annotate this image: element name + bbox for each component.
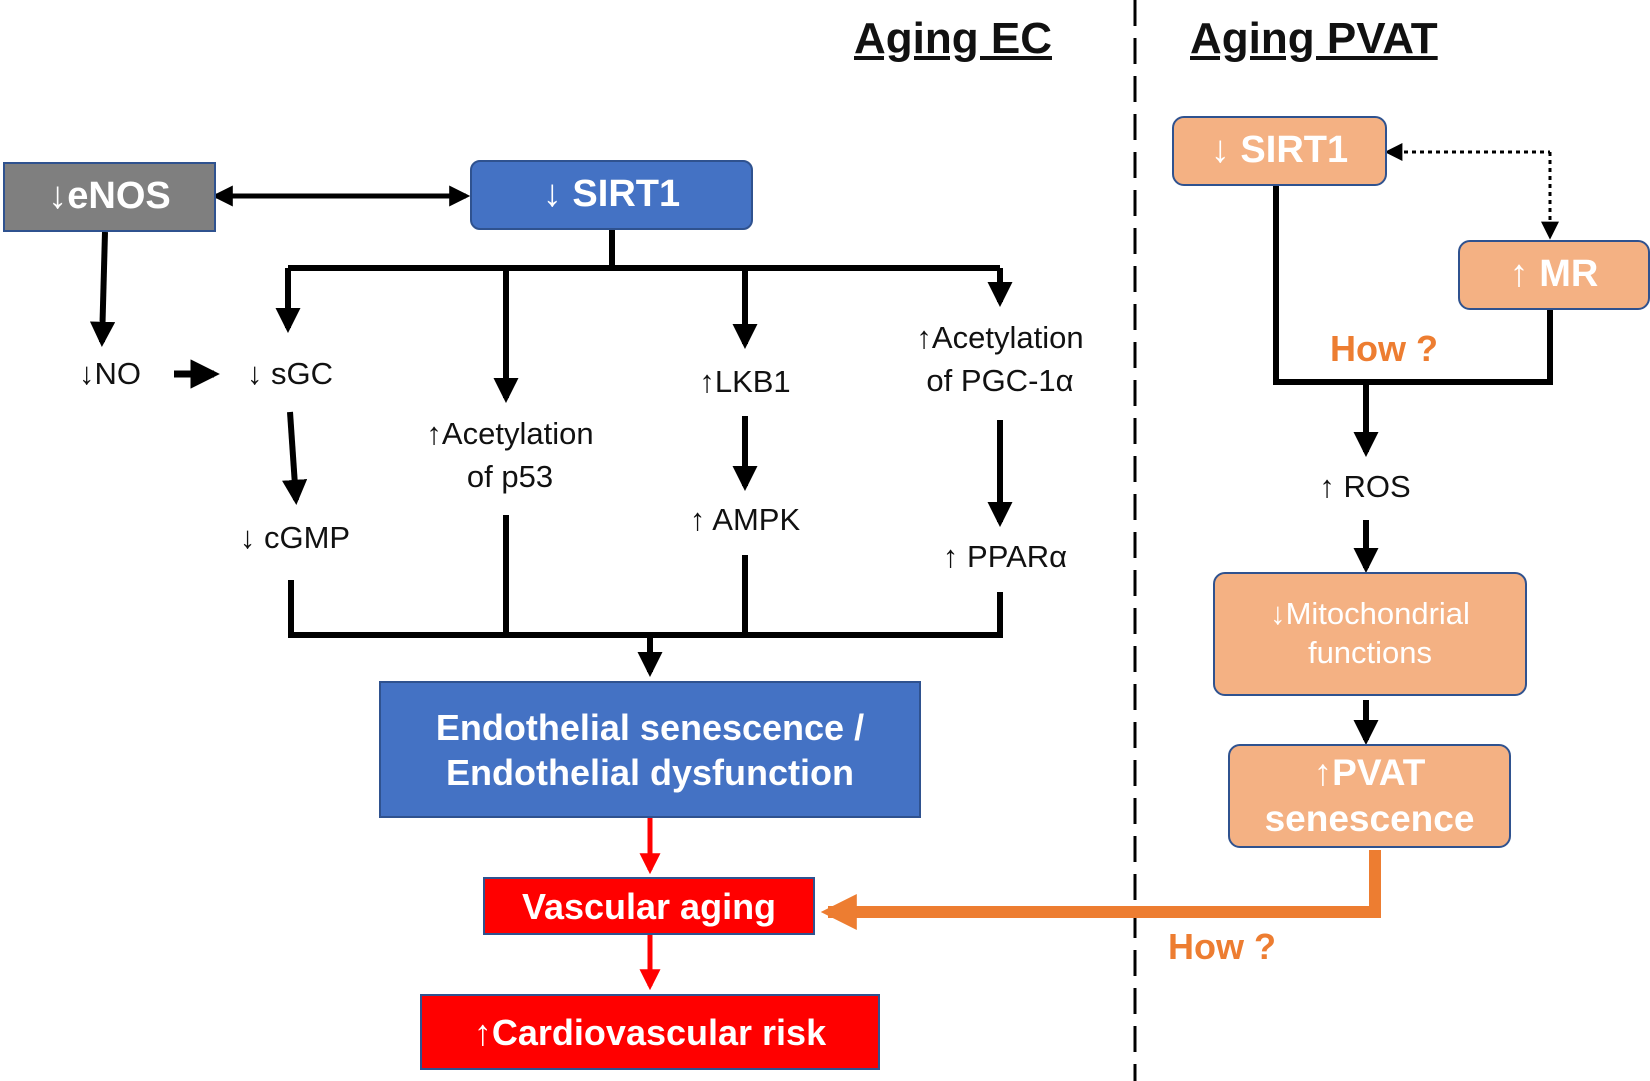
- pvat-senescence-box: ↑PVAT senescence: [1228, 744, 1511, 848]
- vascular-aging-box: Vascular aging: [483, 877, 815, 935]
- pgc-label: ↑Acetylation of PGC-1α: [880, 316, 1120, 403]
- lkb1-label: ↑LKB1: [699, 364, 791, 399]
- convergence-branch: [288, 515, 1003, 678]
- pvat-aging-arrow: [820, 850, 1381, 930]
- header-aging-ec: Aging EC: [854, 14, 1052, 63]
- how-label-top: How ?: [1330, 328, 1438, 369]
- p53-label: ↑Acetylation of p53: [390, 412, 630, 499]
- no-label: ↓NO: [79, 356, 141, 391]
- mitochondrial-box: ↓Mitochondrial functions: [1213, 572, 1527, 696]
- mito-line1: ↓Mitochondrial: [1270, 596, 1470, 632]
- pvat-merge: [1273, 186, 1553, 458]
- pvat-line1: ↑PVAT: [1313, 751, 1426, 793]
- senescence-line1: Endothelial senescence /: [435, 706, 865, 748]
- cardiovascular-risk-box: ↑Cardiovascular risk: [420, 994, 880, 1070]
- pvat-line2: senescence: [1264, 798, 1475, 839]
- sirt1-box: ↓ SIRT1: [470, 160, 753, 230]
- sgc-label: ↓ sGC: [246, 356, 334, 391]
- endothelial-senescence-box: Endothelial senescence / Endothelial dys…: [379, 681, 921, 818]
- sirt1-branch: [275, 230, 1013, 404]
- mr-box: ↑ MR: [1458, 240, 1650, 310]
- sgc-cgmp-arrow: [282, 411, 308, 506]
- p53-line1: ↑Acetylation: [426, 416, 594, 451]
- mito-line2: functions: [1307, 635, 1433, 670]
- enos-no-arrow: [89, 231, 116, 348]
- pgc-line2: of PGC-1α: [926, 363, 1074, 399]
- pvat-sirt1-box: ↓ SIRT1: [1172, 116, 1387, 186]
- enos-box: ↓eNOS: [3, 162, 216, 232]
- ppar-label: ↑ PPARα: [942, 539, 1068, 574]
- senescence-line2: Endothelial dysfunction: [445, 751, 854, 793]
- ampk-label: ↑ AMPK: [689, 502, 801, 537]
- pgc-line1: ↑Acetylation: [916, 320, 1084, 355]
- how-label-bottom: How ?: [1168, 926, 1276, 967]
- ros-label: ↑ ROS: [1319, 469, 1411, 504]
- p53-line2: of p53: [466, 459, 554, 495]
- header-aging-pvat: Aging PVAT: [1190, 14, 1438, 63]
- cgmp-label: ↓ cGMP: [239, 520, 351, 555]
